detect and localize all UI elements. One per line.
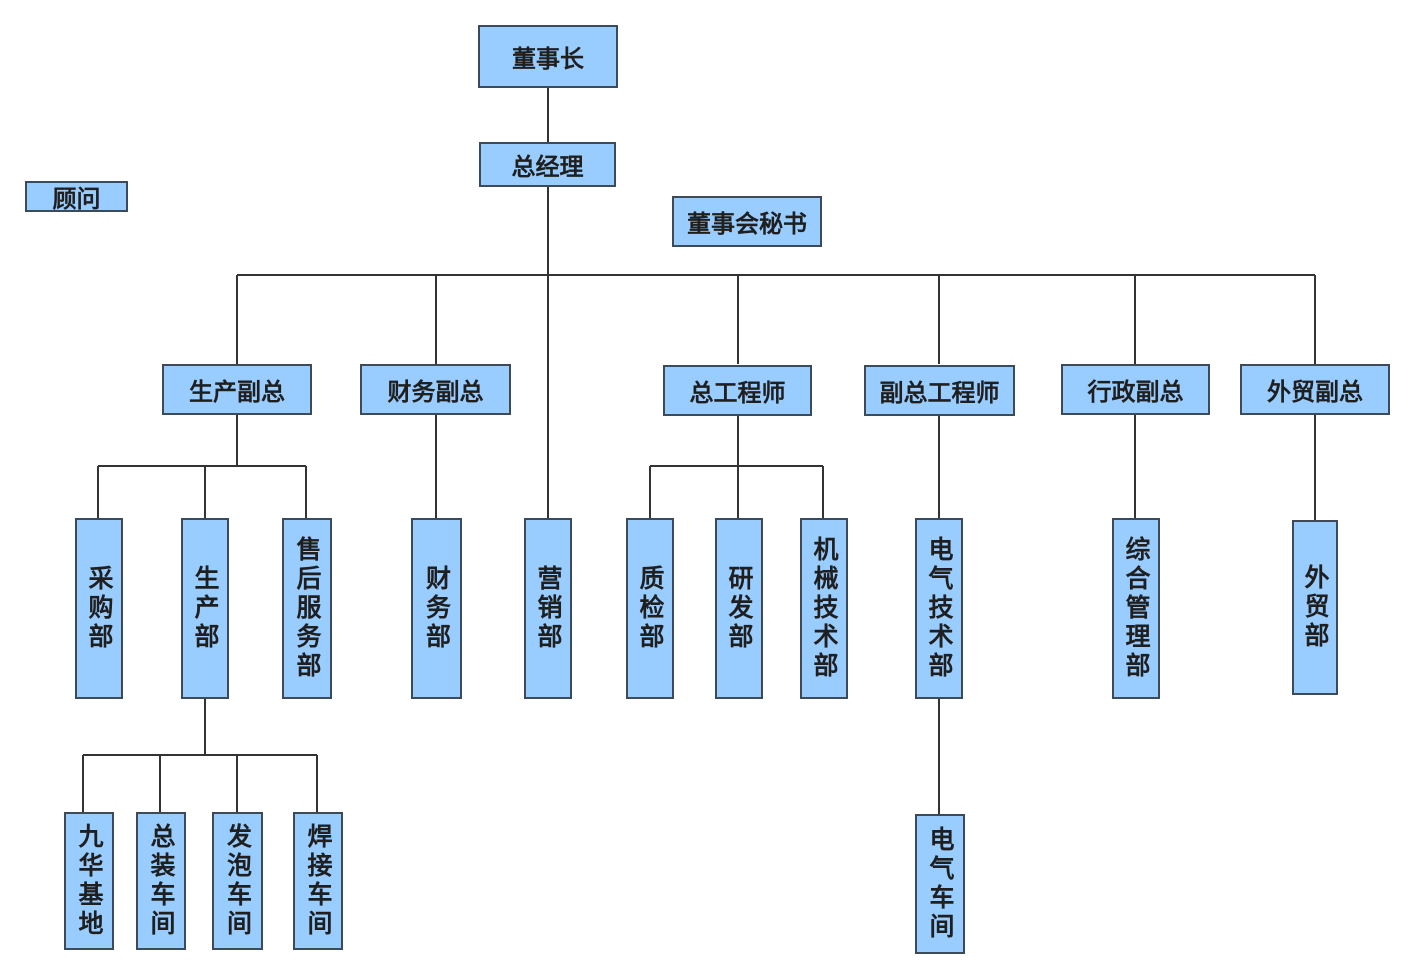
node-label: 生产副总	[189, 378, 285, 406]
node-label: 总工程师	[689, 379, 786, 407]
node-chairman[interactable]: 董事长	[478, 25, 618, 88]
node-label: 综合管理部	[1122, 536, 1151, 681]
node-unit-electrical-workshop[interactable]: 电气车间	[915, 814, 965, 954]
node-dept-rd[interactable]: 研发部	[715, 518, 763, 699]
node-dept-finance[interactable]: 财务部	[411, 518, 462, 699]
node-label: 董事会秘书	[687, 210, 807, 238]
node-label: 研发部	[725, 565, 754, 652]
node-vp-admin[interactable]: 行政副总	[1061, 364, 1210, 415]
node-label: 外贸部	[1301, 564, 1330, 651]
node-label: 外贸副总	[1267, 378, 1363, 406]
node-board-secretary[interactable]: 董事会秘书	[672, 196, 822, 247]
node-dept-mech-tech[interactable]: 机械技术部	[800, 518, 848, 699]
node-dept-quality[interactable]: 质检部	[626, 518, 674, 699]
node-unit-foaming-workshop[interactable]: 发泡车间	[212, 812, 263, 950]
node-label: 副总工程师	[879, 379, 1000, 407]
node-label: 生产部	[191, 565, 220, 652]
node-dept-elec-tech[interactable]: 电气技术部	[915, 518, 963, 699]
node-label: 发泡车间	[223, 823, 253, 939]
node-vp-production[interactable]: 生产副总	[162, 364, 312, 415]
node-dept-purchasing[interactable]: 采购部	[75, 518, 123, 699]
node-label: 顾问	[52, 185, 101, 213]
node-label: 焊接车间	[304, 823, 333, 939]
node-vp-foreign-trade[interactable]: 外贸副总	[1240, 364, 1390, 415]
node-dept-after-sales[interactable]: 售后服务部	[282, 518, 332, 699]
node-advisor[interactable]: 顾问	[25, 181, 128, 213]
node-label: 采购部	[85, 565, 114, 652]
node-chief-engineer[interactable]: 总工程师	[663, 365, 812, 416]
node-unit-welding-workshop[interactable]: 焊接车间	[293, 812, 343, 950]
node-label: 电气技术部	[925, 536, 954, 681]
node-dept-general-mgmt[interactable]: 综合管理部	[1112, 518, 1160, 699]
node-unit-assembly-workshop[interactable]: 总装车间	[136, 812, 186, 950]
node-label: 总经理	[511, 153, 584, 181]
node-label: 质检部	[636, 565, 665, 652]
node-label: 财务部	[422, 565, 452, 652]
node-label: 总装车间	[147, 823, 176, 939]
node-unit-jiuhua-base[interactable]: 九华基地	[64, 812, 114, 950]
node-dept-production[interactable]: 生产部	[181, 518, 229, 699]
node-label: 行政副总	[1087, 378, 1184, 406]
node-label: 财务副总	[387, 378, 484, 406]
node-vp-finance[interactable]: 财务副总	[360, 364, 511, 415]
node-deputy-chief-engineer[interactable]: 副总工程师	[864, 365, 1015, 416]
node-label: 电气车间	[926, 826, 955, 942]
node-label: 董事长	[512, 45, 584, 73]
node-label: 九华基地	[75, 823, 104, 939]
node-label: 营销部	[534, 565, 563, 652]
node-label: 售后服务部	[293, 536, 322, 681]
node-dept-foreign-trade[interactable]: 外贸部	[1292, 520, 1338, 695]
node-general-manager[interactable]: 总经理	[479, 142, 616, 187]
node-dept-marketing[interactable]: 营销部	[524, 518, 572, 699]
node-label: 机械技术部	[810, 536, 839, 681]
